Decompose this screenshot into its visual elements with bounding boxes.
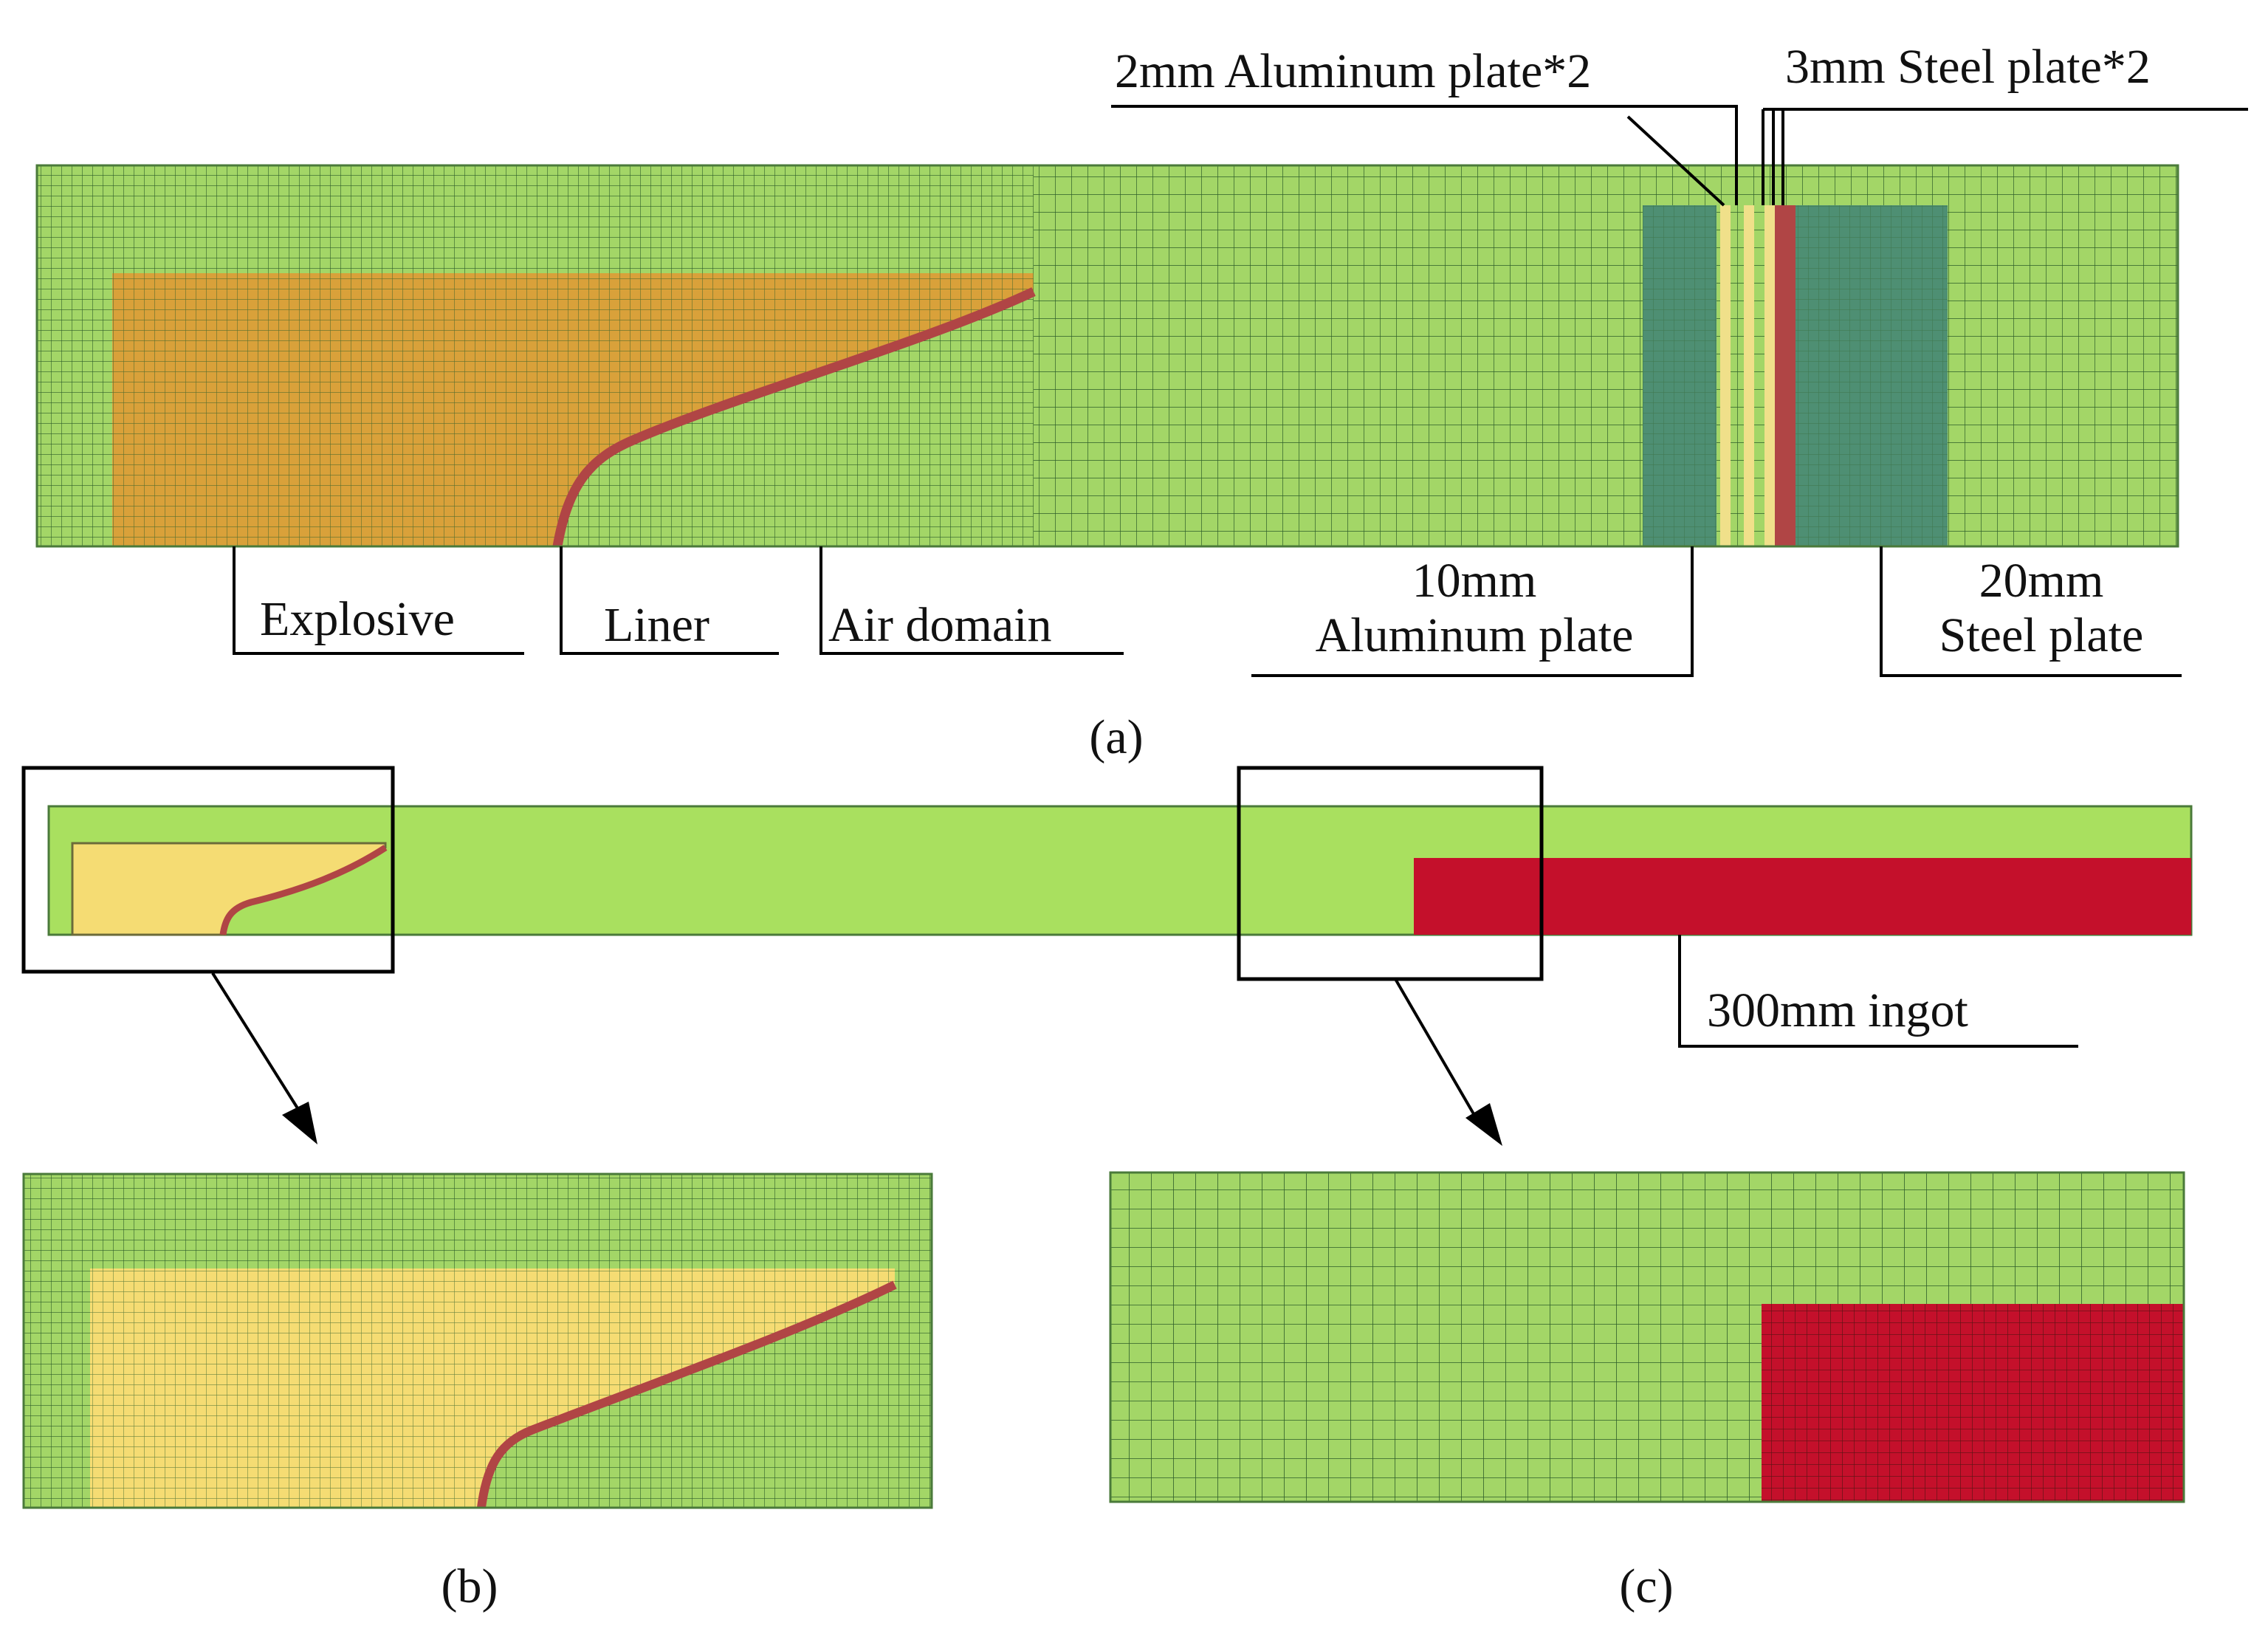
caption-a: (a) [1089, 710, 1143, 764]
aluminum-plate-2mm-1 [1720, 205, 1731, 546]
label-liner: Liner [604, 598, 709, 652]
steel-plate-3mm-2 [1775, 205, 1796, 546]
label-ingot: 300mm ingot [1707, 983, 1968, 1037]
panel-a: Explosive Liner Air domain 10mm Aluminum… [35, 40, 2248, 764]
overview-liner [219, 845, 388, 935]
panel-a-leaders [233, 105, 2248, 677]
label-aluminum-10mm-thickness: 10mm [1412, 554, 1537, 608]
aluminum-plate-2mm-2 [1744, 205, 1754, 546]
panel-b-liner [477, 1280, 897, 1508]
panel-c: (c) [1109, 1171, 2185, 1613]
label-steel-3mm: 3mm Steel plate*2 [1785, 40, 2151, 94]
label-explosive: Explosive [260, 592, 455, 646]
label-aluminum-10mm-name: Aluminum plate [1316, 608, 1634, 662]
label-aluminum-2mm: 2mm Aluminum plate*2 [1115, 44, 1591, 98]
steel-plate-3mm-1 [1764, 205, 1775, 546]
zoom-box-b [21, 766, 395, 974]
label-steel-20mm-name: Steel plate [1939, 608, 2144, 662]
panel-a-mesh [37, 165, 2178, 546]
caption-b: (b) [441, 1559, 498, 1613]
overview-ingot [1414, 858, 2191, 935]
arrow-to-b-icon [282, 1102, 317, 1144]
caption-c: (c) [1619, 1559, 1673, 1613]
label-air-domain: Air domain [828, 598, 1051, 652]
panel-a-border [35, 164, 2179, 548]
label-steel-20mm-thickness: 20mm [1979, 554, 2104, 608]
overview: 300mm ingot [21, 766, 2193, 1146]
panel-b: (b) [22, 1173, 933, 1613]
arrow-to-c-icon [1465, 1103, 1502, 1146]
zoom-box-c [1237, 766, 1544, 981]
liner [552, 287, 1036, 546]
panel-a-labels: Explosive Liner Air domain 10mm Aluminum… [260, 40, 2151, 662]
